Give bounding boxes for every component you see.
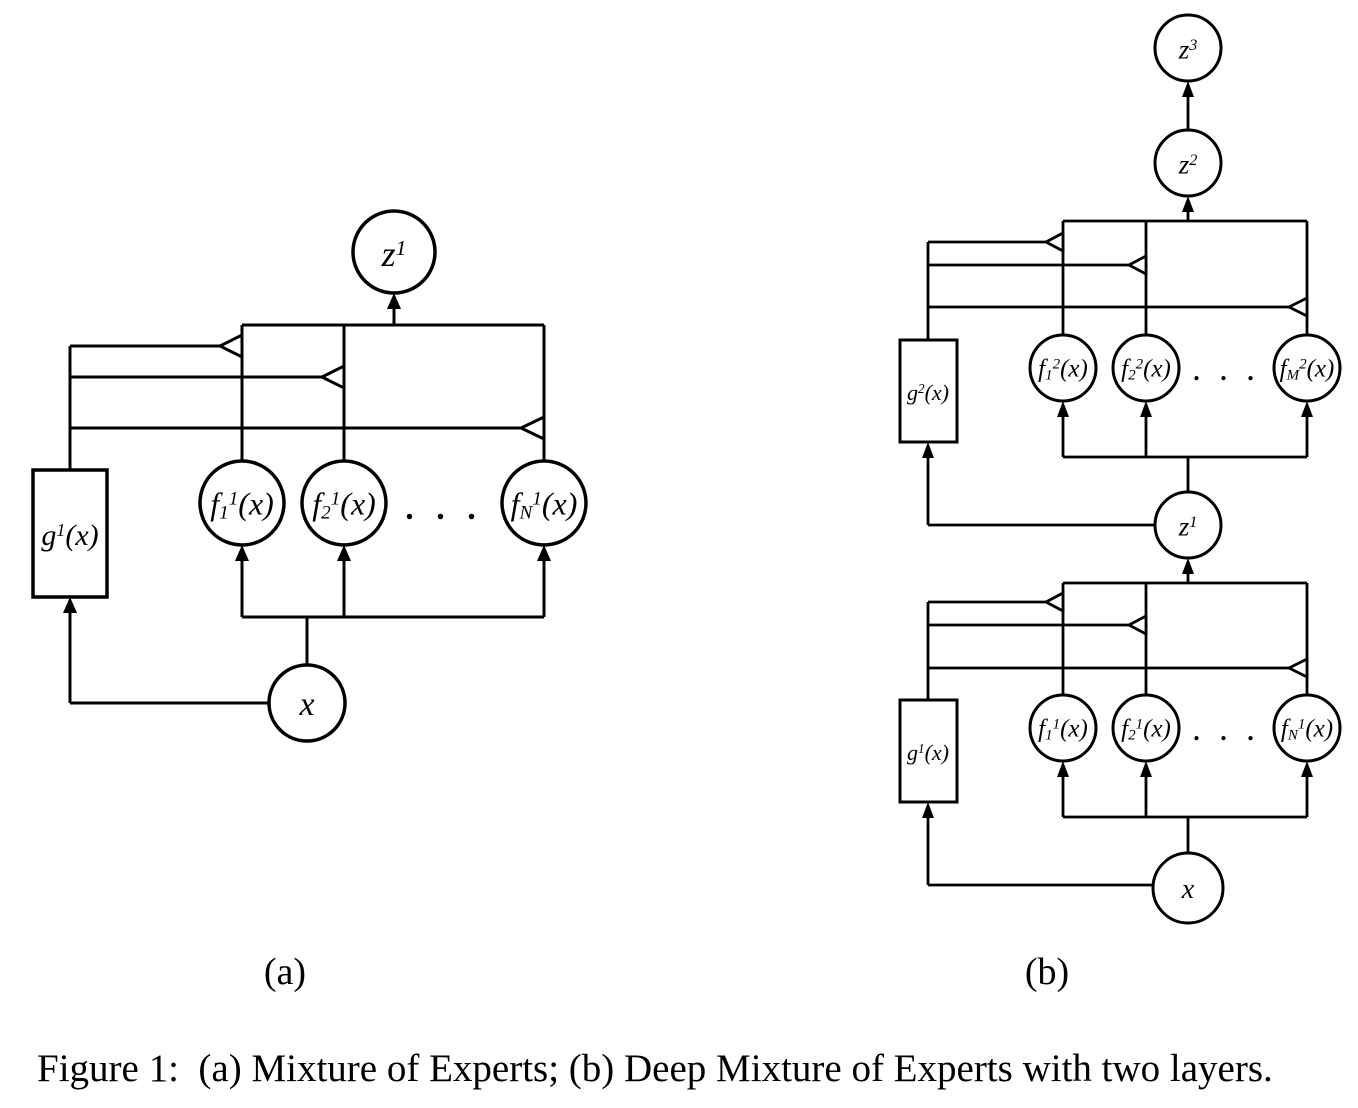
panel-b-linework — [898, 13, 1342, 925]
node-label-z1-b: z1 — [1178, 511, 1198, 542]
expert-f1-layer1-circle-b — [1028, 693, 1098, 763]
expert-fN-circle-a — [500, 459, 588, 547]
node-label-z3-b: z3 — [1178, 34, 1198, 65]
z-chain-arrows-b — [1182, 81, 1194, 583]
gate-triangle-fN-a — [517, 414, 546, 442]
expert-label-fN-a: fN1(x) — [510, 485, 578, 524]
expert-f1-circle-a — [198, 459, 286, 547]
z1-node-circle-a — [351, 209, 437, 295]
gate-triangle-fM-upper-b — [1285, 295, 1309, 319]
expert-label-fN-layer1-b: fN1(x) — [1280, 715, 1334, 744]
gate-input-feed-lower-b — [922, 802, 1154, 887]
ellipsis-a: . . . — [405, 490, 483, 527]
gating-label-g2-b: g2(x) — [906, 380, 950, 405]
mixture-box-lower-b — [1061, 581, 1309, 695]
expert-input-feed-upper-b — [1057, 401, 1313, 493]
ellipsis-upper-b: . . . — [1193, 357, 1261, 386]
expert-input-feed-lower-b — [1057, 761, 1313, 854]
gate-triangle-f1-lower-b — [1043, 590, 1065, 614]
expert-label-f2-layer1-b: f21(x) — [1121, 715, 1171, 744]
mixture-box-a — [240, 323, 546, 461]
gate-triangle-fN-lower-b — [1285, 656, 1309, 680]
figure-caption: Figure 1: (a) Mixture of Experts; (b) De… — [37, 1047, 1273, 1090]
gating-label-g1-b: g1(x) — [906, 740, 950, 765]
expert-label-f1-a: f11(x) — [210, 485, 274, 524]
expert-fM-layer2-circle-b — [1272, 333, 1342, 403]
expert-label-f2-a: f21(x) — [312, 485, 376, 524]
panel-a-label: (a) — [263, 951, 307, 993]
gate-triangle-f2-upper-b — [1126, 253, 1148, 277]
expert-label-f1-layer1-b: f11(x) — [1038, 715, 1088, 744]
expert-f2-circle-a — [300, 459, 388, 547]
ellipsis-lower-b: . . . — [1193, 717, 1261, 746]
expert-label-f2-layer2-b: f22(x) — [1121, 355, 1171, 384]
expert-f2-layer2-circle-b — [1111, 333, 1181, 403]
gate-triangle-f1-a — [216, 332, 244, 360]
node-label-z2-b: z2 — [1178, 149, 1198, 180]
node-label-z1-a: z1 — [381, 234, 407, 274]
input-x-circle-a — [267, 663, 347, 743]
gating-connections-lower-b — [926, 590, 1309, 700]
panel-b-label: (b) — [1024, 951, 1070, 993]
gate-input-feed-upper-b — [922, 442, 1156, 527]
z2-node-circle-b — [1153, 128, 1223, 198]
z3-node-circle-b — [1153, 13, 1223, 83]
gating-label-g1-a: g1(x) — [41, 519, 99, 553]
expert-label-f1-layer2-b: f12(x) — [1038, 355, 1088, 384]
gate-input-feed-a — [63, 597, 270, 705]
gate-triangle-f1-upper-b — [1043, 230, 1065, 254]
expert-f1-layer2-circle-b — [1028, 333, 1098, 403]
gating-g2-rect-b — [898, 338, 959, 444]
output-arrow-z1-a — [387, 293, 401, 325]
input-x-circle-b — [1151, 851, 1225, 925]
gate-triangle-f2-lower-b — [1126, 613, 1148, 637]
expert-label-fM-layer2-b: fM2(x) — [1279, 355, 1335, 384]
expert-input-feed-a — [235, 545, 551, 666]
gate-triangle-f2-a — [318, 363, 346, 391]
input-label-x-b: x — [1181, 874, 1195, 905]
panel-a-linework — [31, 209, 588, 743]
mixture-box-upper-b — [1061, 219, 1309, 335]
expert-f2-layer1-circle-b — [1111, 693, 1181, 763]
gating-connections-a — [68, 332, 546, 470]
gating-connections-upper-b — [926, 230, 1309, 340]
input-label-x-a: x — [299, 686, 315, 723]
expert-fN-layer1-circle-b — [1272, 693, 1342, 763]
gating-g1-rect-b — [898, 698, 959, 804]
gating-g1-rect-a — [31, 468, 109, 599]
z1-node-circle-b — [1153, 490, 1223, 560]
